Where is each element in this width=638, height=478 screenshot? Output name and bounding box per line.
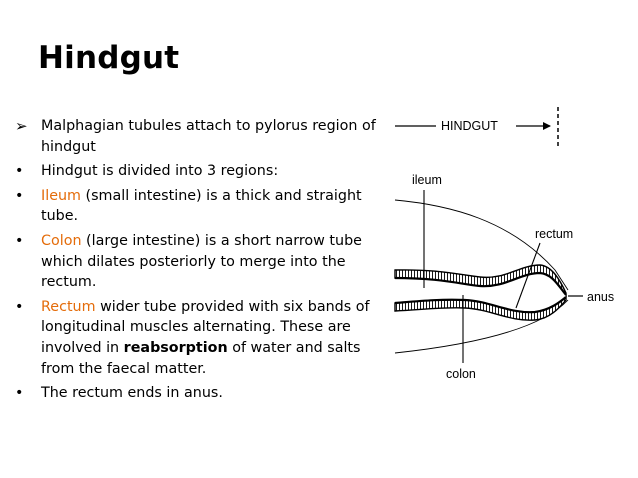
bullet-item: • Hindgut is divided into 3 regions: — [15, 161, 385, 182]
bullet-text: Hindgut is divided into 3 regions: — [41, 163, 279, 180]
arrow-bullet-icon: ➢ — [15, 117, 28, 135]
hindgut-arrowhead — [543, 122, 551, 130]
gut-upper-inner-edge — [394, 271, 567, 296]
hindgut-label: HINDGUT — [441, 119, 498, 133]
bullet-dot-icon: • — [15, 187, 24, 204]
highlighted-term: Rectum — [41, 298, 96, 315]
bold-term: reabsorption — [123, 339, 228, 356]
bullet-list: ➢ Malphagian tubules attach to pylorus re… — [15, 116, 385, 408]
highlighted-term: Colon — [41, 232, 82, 249]
highlighted-term: Ileum — [41, 187, 81, 204]
bullet-text: Malphagian tubules attach to pylorus reg… — [41, 118, 376, 155]
bullet-text: The rectum ends in anus. — [41, 385, 223, 402]
rectum-pointer-line — [515, 242, 541, 309]
bullet-text: of water and salts from the faecal matte… — [41, 339, 361, 377]
body-outline-top — [394, 199, 569, 291]
rectum-label: rectum — [535, 227, 573, 241]
bullet-dot-icon: • — [15, 298, 24, 315]
colon-label: colon — [446, 367, 476, 381]
ileum-label: ileum — [412, 173, 442, 187]
hindgut-diagram: HINDGUT anus ileum rectum colon — [394, 107, 614, 381]
bullet-item: • Colon (large intestine) is a short narr… — [15, 231, 385, 293]
bullet-text: (small intestine) is a thick and straigh… — [41, 187, 362, 225]
anus-label: anus — [587, 290, 614, 304]
gut-upper-wall — [394, 264, 567, 297]
gut-lower-inner-edge — [394, 296, 567, 314]
bullet-item: • Rectum wider tube provided with six ban… — [15, 297, 385, 379]
bullet-dot-icon: • — [15, 163, 24, 180]
slide-title: Hindgut — [38, 40, 180, 76]
bullet-text: (large intestine) is a short narrow tube… — [41, 232, 362, 291]
bullet-dot-icon: • — [15, 232, 24, 249]
bullet-item: • The rectum ends in anus. — [15, 383, 385, 404]
bullet-text: wider tube provided with six bands of lo… — [41, 298, 370, 356]
bullet-dot-icon: • — [15, 385, 24, 402]
bullet-item: ➢ Malphagian tubules attach to pylorus re… — [15, 116, 385, 157]
bullet-item: • Ileum (small intestine) is a thick and … — [15, 186, 385, 227]
